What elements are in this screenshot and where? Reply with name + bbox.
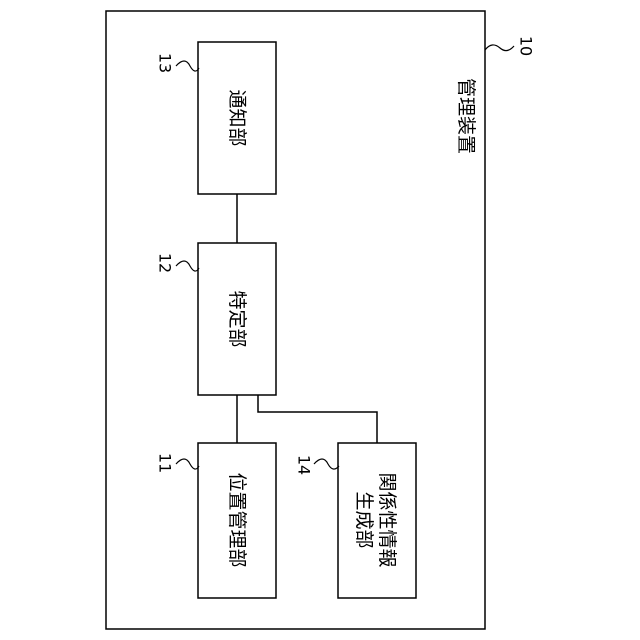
- relationship-info-label-line2: 生成部: [353, 491, 375, 548]
- identification-unit-label: 特定部: [226, 290, 248, 347]
- notification-unit-label: 通知部: [226, 89, 248, 146]
- identification-ref-number: 12: [156, 253, 175, 273]
- management-device-label: 管理装置: [455, 78, 477, 154]
- relationship-info-label-line1: 関係性情報: [376, 472, 398, 567]
- position-ref-leader: [176, 459, 199, 469]
- connector-identification-relation: [258, 395, 377, 443]
- relationship-ref-number: 14: [295, 455, 314, 475]
- notification-ref-leader: [176, 61, 199, 71]
- relationship-ref-leader: [314, 459, 339, 469]
- container-ref-number: 10: [517, 36, 536, 56]
- position-ref-number: 11: [156, 453, 175, 473]
- notification-ref-number: 13: [156, 53, 175, 73]
- container-ref-leader: [485, 45, 514, 51]
- identification-ref-leader: [176, 261, 199, 271]
- management-device-frame: [106, 11, 485, 629]
- position-management-unit-label: 位置管理部: [226, 472, 248, 567]
